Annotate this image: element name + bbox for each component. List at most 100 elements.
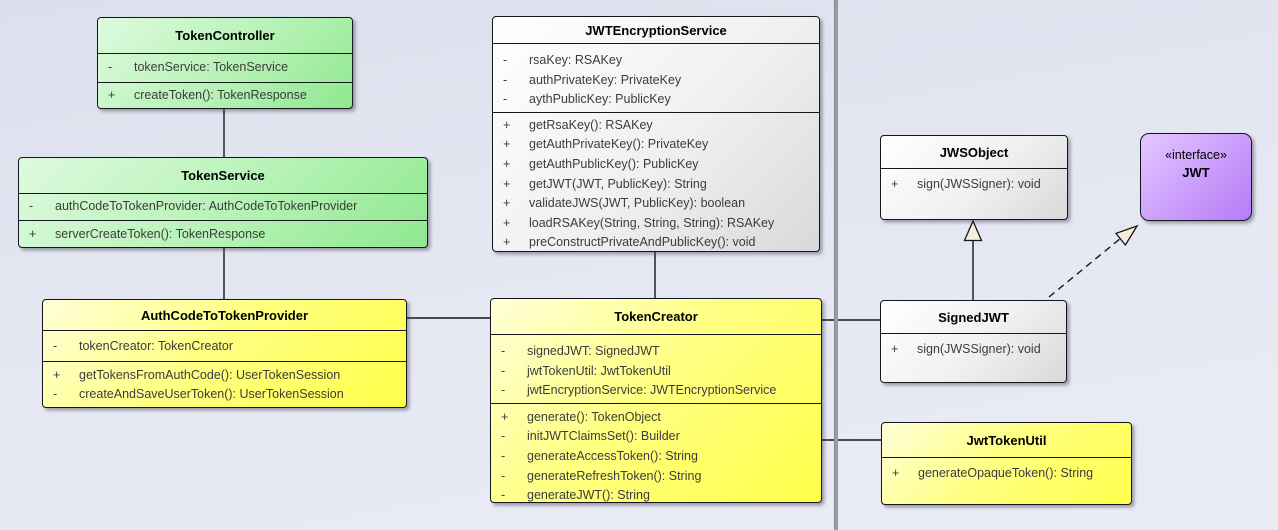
visibility-symbol: + <box>503 196 511 211</box>
member-text: generateOpaqueToken(): String <box>918 466 1094 480</box>
visibility-symbol: + <box>501 409 509 424</box>
member-row: -jwtEncryptionService: JWTEncryptionServ… <box>491 381 821 401</box>
member-text: validateJWS(JWT, PublicKey): boolean <box>529 196 746 211</box>
attributes-section: -authCodeToTokenProvider: AuthCodeToToke… <box>19 194 427 221</box>
visibility-symbol: - <box>501 383 506 398</box>
class-jwt-encryption-service[interactable]: JWTEncryptionService -rsaKey: RSAKey-aut… <box>492 16 820 252</box>
methods-section: + createToken(): TokenResponse <box>98 83 352 108</box>
member-text: generateRefreshToken(): String <box>527 468 702 483</box>
class-title: SignedJWT <box>881 301 1066 334</box>
member-text: rsaKey: RSAKey <box>529 53 623 67</box>
visibility-symbol: + <box>29 227 37 241</box>
visibility-symbol: + <box>892 466 900 480</box>
member-text: preConstructPrivateAndPublicKey(): void <box>529 235 756 250</box>
member-text: getRsaKey(): RSAKey <box>529 117 653 132</box>
visibility-symbol: - <box>503 72 508 87</box>
member-row: - aythPublicKey: PublicKey <box>493 90 819 110</box>
visibility-symbol: - <box>108 60 113 74</box>
member-text: authPrivateKey: PrivateKey <box>529 72 682 87</box>
member-row: + generateOpaqueToken(): String <box>882 464 1131 484</box>
member-text: getAuthPrivateKey(): PrivateKey <box>529 137 709 152</box>
visibility-symbol: - <box>501 363 506 378</box>
member-row: - generateRefreshToken(): String <box>491 467 821 487</box>
member-row: + sign(JWSSigner): void <box>881 175 1067 195</box>
member-text: getJWT(JWT, PublicKey): String <box>529 176 707 191</box>
member-row: - jwtTokenUtil: JwtTokenUtil <box>491 362 821 382</box>
methods-section: + sign(JWSSigner): void <box>881 169 1067 219</box>
class-title: JWT <box>1182 165 1210 180</box>
class-title: TokenController <box>98 18 352 54</box>
member-text: getTokensFromAuthCode(): UserTokenSessio… <box>79 367 341 382</box>
member-row: -generateJWT(): String <box>491 486 821 503</box>
visibility-symbol: + <box>53 367 61 382</box>
member-row: + getAuthPublicKey(): PublicKey <box>493 155 819 175</box>
class-token-creator[interactable]: TokenCreator - signedJWT: SignedJWT - jwtTo… <box>490 298 822 503</box>
class-jws-object[interactable]: JWSObject + sign(JWSSigner): void <box>880 135 1068 220</box>
member-text: createAndSaveUserToken(): UserTokenSessi… <box>79 387 344 402</box>
class-jwt-token-util[interactable]: JwtTokenUtil + generateOpaqueToken(): Str… <box>881 422 1132 505</box>
realization-signedjwt-jwt-line[interactable] <box>1048 237 1122 298</box>
member-text: jwtTokenUtil: JwtTokenUtil <box>527 363 671 378</box>
member-row: -tokenCreator: TokenCreator <box>43 337 406 357</box>
member-row: + getTokensFromAuthCode(): UserTokenSessi… <box>43 366 406 386</box>
visibility-symbol: - <box>503 92 508 107</box>
member-row: -createAndSaveUserToken(): UserTokenSess… <box>43 385 406 405</box>
visibility-symbol: - <box>503 53 508 67</box>
member-text: tokenCreator: TokenCreator <box>79 339 234 353</box>
stereotype-label: «interface» <box>1165 148 1227 162</box>
visibility-symbol: + <box>891 342 899 356</box>
class-title: AuthCodeToTokenProvider <box>43 300 406 331</box>
member-text: initJWTClaimsSet(): Builder <box>527 429 680 444</box>
class-auth-code-to-token-provider[interactable]: AuthCodeToTokenProvider -tokenCreator: T… <box>42 299 407 408</box>
member-text: loadRSAKey(String, String, String): RSAK… <box>529 215 775 230</box>
member-text: sign(JWSSigner): void <box>917 177 1041 191</box>
visibility-symbol: + <box>891 177 899 191</box>
member-text: aythPublicKey: PublicKey <box>529 92 671 107</box>
member-text: getAuthPublicKey(): PublicKey <box>529 156 699 171</box>
visibility-symbol: - <box>501 344 506 358</box>
member-row: + createToken(): TokenResponse <box>98 86 352 106</box>
class-token-service[interactable]: TokenService -authCodeToTokenProvider: A… <box>18 157 428 248</box>
visibility-symbol: + <box>503 215 511 230</box>
methods-section: +generate(): TokenObject-initJWTClaimsSe… <box>491 404 821 503</box>
methods-section: + sign(JWSSigner): void <box>881 334 1066 382</box>
member-row: - tokenService: TokenService <box>98 58 352 78</box>
member-text: serverCreateToken(): TokenResponse <box>55 227 266 241</box>
methods-section: + getRsaKey(): RSAKey + getAuthPrivateKey()… <box>493 113 819 251</box>
generalization-arrowhead-icon <box>963 219 983 242</box>
class-title: JwtTokenUtil <box>882 423 1131 458</box>
visibility-symbol: + <box>108 88 116 102</box>
class-token-controller[interactable]: TokenController - tokenService: TokenServ… <box>97 17 353 109</box>
member-row: +generate(): TokenObject <box>491 408 821 428</box>
member-text: signedJWT: SignedJWT <box>527 344 660 358</box>
member-row: - initJWTClaimsSet(): Builder <box>491 427 821 447</box>
member-row: + validateJWS(JWT, PublicKey): boolean <box>493 194 819 214</box>
class-title: JWSObject <box>881 136 1067 169</box>
member-text: generateJWT(): String <box>527 488 650 503</box>
attributes-section: - tokenService: TokenService <box>98 54 352 83</box>
member-row: + getRsaKey(): RSAKey <box>493 116 819 136</box>
methods-section: + getTokensFromAuthCode(): UserTokenSessi… <box>43 362 406 407</box>
member-text: sign(JWSSigner): void <box>917 342 1041 356</box>
visibility-symbol: + <box>503 117 511 132</box>
class-title: TokenCreator <box>491 299 821 335</box>
member-text: authCodeToTokenProvider: AuthCodeToToken… <box>55 199 358 213</box>
class-signed-jwt[interactable]: SignedJWT + sign(JWSSigner): void <box>880 300 1067 383</box>
member-row: + getAuthPrivateKey(): PrivateKey <box>493 135 819 155</box>
member-text: createToken(): TokenResponse <box>134 88 307 102</box>
visibility-symbol: + <box>503 156 511 171</box>
interface-header: «interface» JWT <box>1141 134 1251 181</box>
attributes-section: -tokenCreator: TokenCreator <box>43 331 406 362</box>
member-row: -authCodeToTokenProvider: AuthCodeToToke… <box>19 197 427 217</box>
member-row: +getJWT(JWT, PublicKey): String <box>493 175 819 195</box>
member-text: tokenService: TokenService <box>134 60 289 74</box>
class-title: TokenService <box>19 158 427 194</box>
class-jwt-interface[interactable]: «interface» JWT <box>1140 133 1252 221</box>
methods-section: + generateOpaqueToken(): String <box>882 458 1131 504</box>
member-row: - rsaKey: RSAKey <box>493 51 819 71</box>
visibility-symbol: - <box>501 429 506 444</box>
visibility-symbol: - <box>501 468 506 483</box>
member-row: - signedJWT: SignedJWT <box>491 342 821 362</box>
visibility-symbol: + <box>503 137 511 152</box>
